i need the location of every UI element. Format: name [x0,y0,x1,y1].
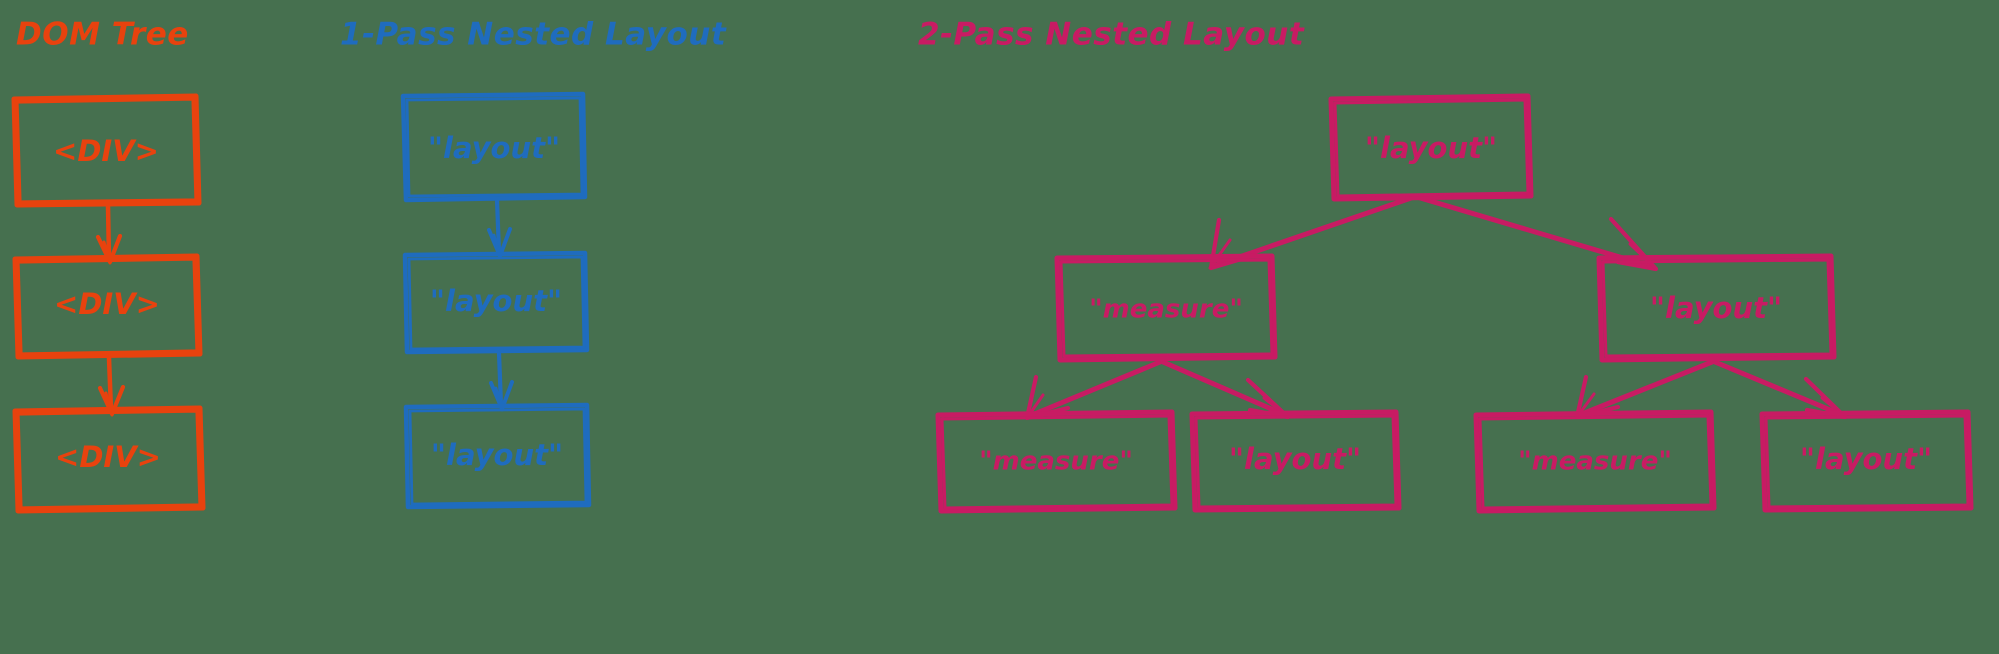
dom-node-2[interactable]: <DIV> [12,253,203,360]
two-pass-node-leaf-1[interactable]: "measure" [935,409,1178,514]
dom-node-1[interactable]: <DIV> [11,93,202,208]
one-pass-node-2-label: "layout" [430,284,562,318]
two-pass-edge-midleft-to-leaf2 [1160,359,1291,420]
dom-node-3[interactable]: <DIV> [12,405,206,514]
two-pass-node-mid-right-label: "layout" [1650,291,1782,325]
column-one-pass: "layout" "layout" "layout" [400,91,592,510]
two-pass-node-mid-right[interactable]: "layout" [1596,253,1837,363]
one-pass-node-1[interactable]: "layout" [400,91,588,203]
one-pass-arrow-2-3 [489,350,514,412]
two-pass-node-mid-left[interactable]: "measure" [1054,253,1278,363]
two-pass-node-leaf-2-label: "layout" [1229,442,1361,476]
dom-node-1-label: <DIV> [53,134,159,168]
two-pass-edge-midright-to-leaf3 [1574,359,1715,420]
one-pass-arrow-1-2 [487,197,512,259]
column-dom-tree: <DIV> <DIV> <DIV> [11,93,206,514]
one-pass-node-1-label: "layout" [428,131,560,165]
two-pass-edge-midright-to-leaf4 [1712,359,1848,420]
two-pass-node-leaf-3[interactable]: "measure" [1473,409,1717,514]
two-pass-node-leaf-4[interactable]: "layout" [1759,409,1974,513]
two-pass-edge-midleft-to-leaf1 [1024,359,1163,421]
dom-arrow-1-2 [95,203,123,265]
two-pass-node-leaf-4-label: "layout" [1800,442,1932,476]
two-pass-node-leaf-2[interactable]: "layout" [1189,409,1402,513]
column-title-two-pass: 2-Pass Nested Layout [918,17,1305,53]
two-pass-node-leaf-1-label: "measure" [979,447,1133,477]
two-pass-node-mid-left-label: "measure" [1089,295,1243,325]
one-pass-node-3-label: "layout" [431,438,563,472]
column-title-dom-tree: DOM Tree [16,17,189,53]
two-pass-node-root[interactable]: "layout" [1328,93,1534,202]
column-two-pass: "layout" "measure" "layout" "measure" "l… [935,93,1974,514]
dom-arrow-2-3 [97,355,126,417]
two-pass-node-root-label: "layout" [1365,131,1497,165]
one-pass-node-2[interactable]: "layout" [402,250,590,355]
dom-node-3-label: <DIV> [55,440,161,474]
two-pass-node-leaf-3-label: "measure" [1518,447,1672,477]
dom-node-2-label: <DIV> [54,287,160,321]
column-title-one-pass: 1-Pass Nested Layout [340,17,727,53]
one-pass-node-3[interactable]: "layout" [403,402,592,510]
